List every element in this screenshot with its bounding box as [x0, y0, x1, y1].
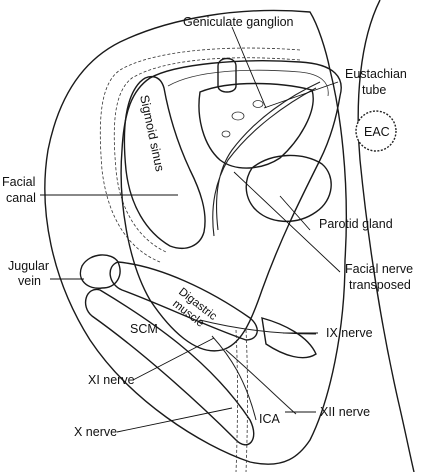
label-xii-nerve: XII nerve: [320, 405, 370, 419]
label-facial-canal-line1: Facial: [2, 175, 35, 189]
jugular-vein: [79, 254, 121, 289]
label-ix-nerve: IX nerve: [326, 326, 373, 340]
facial-canal-arc: [167, 69, 329, 97]
ix-nerve: [199, 319, 317, 335]
scm-muscle: [84, 288, 255, 446]
middle-ear-region: [198, 82, 314, 169]
xii-nerve: [225, 349, 297, 415]
label-facial-nerve-line1: Facial nerve: [345, 262, 413, 276]
label-facial-canal-line2: canal: [6, 191, 36, 205]
semicircular-canal: [217, 57, 237, 93]
mastoid-cavity: [120, 60, 342, 352]
ossicle-3: [221, 130, 231, 138]
label-eac: EAC: [364, 125, 390, 139]
sigmoid-sinus-outer: [99, 47, 301, 263]
leader-lines: [40, 26, 341, 433]
sigmoid-sinus-inner: [113, 57, 301, 253]
label-scm: SCM: [130, 322, 158, 336]
label-facial-nerve-line2: transposed: [349, 278, 411, 292]
label-xi-nerve: XI nerve: [88, 373, 135, 387]
skull-right-curve: [357, 0, 415, 472]
ossicle-1: [231, 111, 245, 121]
digastric-muscle: [109, 261, 258, 341]
parotid-gland: [245, 154, 332, 223]
neck-muscle-right: [261, 317, 317, 359]
facial-nerve-strands: [212, 81, 321, 237]
label-sigmoid-sinus: Sigmoid sinus: [137, 94, 167, 173]
ica-vessel: [235, 329, 248, 472]
xi-nerve: [211, 335, 257, 421]
label-geniculate-ganglion: Geniculate ganglion: [183, 15, 294, 29]
sigmoid-sinus-body: [123, 75, 206, 250]
label-jugular-line1: Jugular: [8, 259, 49, 273]
label-eustachian-line1: Eustachian: [345, 67, 407, 81]
ossicle-2: [252, 100, 264, 108]
label-ica: ICA: [259, 412, 281, 426]
label-eustachian-line2: tube: [362, 83, 386, 97]
label-parotid-gland: Parotid gland: [319, 217, 393, 231]
eac-circle: [355, 110, 397, 152]
label-x-nerve: X nerve: [74, 425, 117, 439]
label-jugular-line2: vein: [18, 274, 41, 288]
skull-outline: [44, 9, 347, 465]
